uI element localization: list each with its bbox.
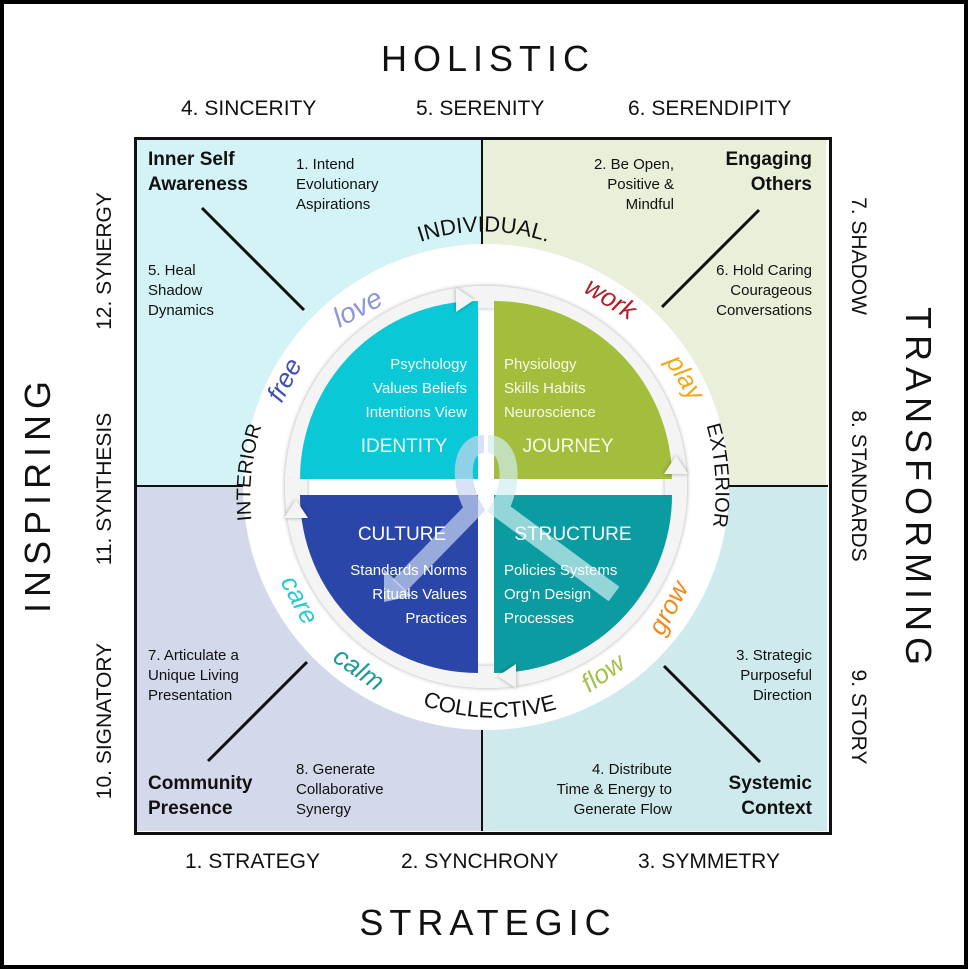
identity-text: Psychology Values Beliefs Intentions Vie… <box>366 356 468 421</box>
label-line: Context <box>741 798 812 819</box>
top-item-serendipity: 6. SERENDIPITY <box>628 97 792 120</box>
structure-title: STRUCTURE <box>514 524 631 545</box>
label-line: Awareness <box>148 174 248 195</box>
journey-line: Skills Habits <box>504 380 586 397</box>
arrow-head-right <box>664 456 688 474</box>
core-identity-sector <box>300 301 478 479</box>
label-community-presence: Community Presence <box>148 771 253 821</box>
step-line: Collaborative <box>296 781 384 798</box>
step-line: Shadow <box>148 282 203 299</box>
step-strategic-purposeful-direction: 3. Strategic Purposeful Direction <box>736 646 812 706</box>
step-line: 1. Intend <box>296 156 355 173</box>
arrow-head-left <box>284 500 308 518</box>
step-line: Generate Flow <box>573 801 672 818</box>
label-line: Others <box>750 174 812 195</box>
identity-title: IDENTITY <box>361 436 448 457</box>
step-line: Aspirations <box>296 196 371 213</box>
step-line: 6. Hold Caring <box>716 262 812 279</box>
core-journey-sector <box>494 301 672 479</box>
arrow-band <box>285 286 687 688</box>
label-line: Inner Self <box>148 149 235 170</box>
title-strategic: STRATEGIC <box>359 902 617 943</box>
label-line: Engaging <box>725 149 812 170</box>
culture-line: Standards Norms <box>350 562 467 579</box>
wheel-diagram: INDIVIDUAL. COLLECTIVE INTERIOR EXTERIOR… <box>200 206 762 764</box>
journey-title: JOURNEY <box>523 436 614 457</box>
bottom-item-strategy: 1. STRATEGY <box>185 850 320 873</box>
step-line: 2. Be Open, <box>593 156 674 173</box>
step-line: Mindful <box>625 196 674 213</box>
step-line: 7. Articulate a <box>148 647 239 664</box>
label-systemic-context: Systemic Context <box>729 771 812 821</box>
label-line: Systemic <box>728 773 812 794</box>
step-hold-caring-conversations: 6. Hold Caring Courageous Conversations <box>716 261 812 321</box>
step-line: Courageous <box>730 282 812 299</box>
journey-line: Neuroscience <box>504 404 596 421</box>
connector-line-top-left <box>200 206 306 312</box>
step-line: Time & Energy to <box>556 781 672 798</box>
connector-line-bottom-right <box>662 664 762 764</box>
culture-line: Practices <box>405 610 467 627</box>
step-line: Positive & <box>607 176 674 193</box>
identity-line: Intentions View <box>366 404 468 421</box>
culture-line: Rituals Values <box>372 586 467 603</box>
journey-line: Physiology <box>504 356 577 373</box>
ribbon-right-icon <box>486 435 620 602</box>
step-line: Conversations <box>716 302 812 319</box>
step-line: 4. Distribute <box>591 761 672 778</box>
step-line: 5. Heal <box>148 262 196 279</box>
step-line: Dynamics <box>148 302 214 319</box>
label-engaging-others: Engaging Others <box>725 147 812 197</box>
step-line: 8. Generate <box>296 761 376 778</box>
arrow-head-bottom <box>498 664 516 688</box>
ribbon-left-icon <box>392 435 486 593</box>
structure-line: Processes <box>504 610 574 627</box>
title-holistic: HOLISTIC <box>380 38 596 79</box>
step-line: Presentation <box>148 687 233 704</box>
identity-line: Psychology <box>390 356 467 373</box>
culture-title: CULTURE <box>358 524 446 545</box>
step-be-open-positive-mindful: 2. Be Open, Positive & Mindful <box>594 155 674 215</box>
journey-text: Physiology Skills Habits Neuroscience <box>504 356 596 421</box>
connector-line-bottom-left <box>206 660 309 763</box>
step-heal-shadow-dynamics: 5. Heal Shadow Dynamics <box>148 261 214 321</box>
step-intend-evolutionary-aspirations: 1. Intend Evolutionary Aspirations <box>296 155 379 215</box>
bottom-item-synchrony: 2. SYNCHRONY <box>401 850 559 873</box>
bottom-item-symmetry: 3. SYMMETRY <box>638 850 780 873</box>
label-inner-self-awareness: Inner Self Awareness <box>148 147 248 197</box>
structure-line: Policies Systems <box>504 562 617 579</box>
label-line: Community <box>148 773 253 794</box>
step-distribute-time-energy: 4. Distribute Time & Energy to Generate … <box>557 760 672 820</box>
structure-text: Policies Systems Org'n Design Processes <box>504 562 617 627</box>
step-line: Unique Living <box>148 667 239 684</box>
connector-line-top-right <box>660 208 761 309</box>
culture-text: Standards Norms Rituals Values Practices <box>350 562 467 627</box>
diagram-frame: HOLISTIC 4. SINCERITY 5. SERENITY 6. SER… <box>4 4 964 965</box>
step-line: Evolutionary <box>296 176 379 193</box>
top-item-sincerity: 4. SINCERITY <box>181 97 317 120</box>
arrow-head-top <box>456 288 474 312</box>
step-articulate-unique-living: 7. Articulate a Unique Living Presentati… <box>148 646 239 706</box>
ring-label-individual: INDIVIDUAL. <box>414 211 554 246</box>
top-item-serenity: 5. SERENITY <box>416 97 545 120</box>
ribbon-arrow-icon <box>384 569 412 602</box>
structure-line: Org'n Design <box>504 586 591 603</box>
step-line: Direction <box>752 687 812 704</box>
outer-ring <box>243 244 729 730</box>
identity-line: Values Beliefs <box>373 380 467 397</box>
label-line: Presence <box>148 798 233 819</box>
step-line: Synergy <box>296 801 352 818</box>
step-generate-collaborative-synergy: 8. Generate Collaborative Synergy <box>296 760 384 820</box>
step-line: 3. Strategic <box>736 647 812 664</box>
step-line: Purposeful <box>740 667 812 684</box>
